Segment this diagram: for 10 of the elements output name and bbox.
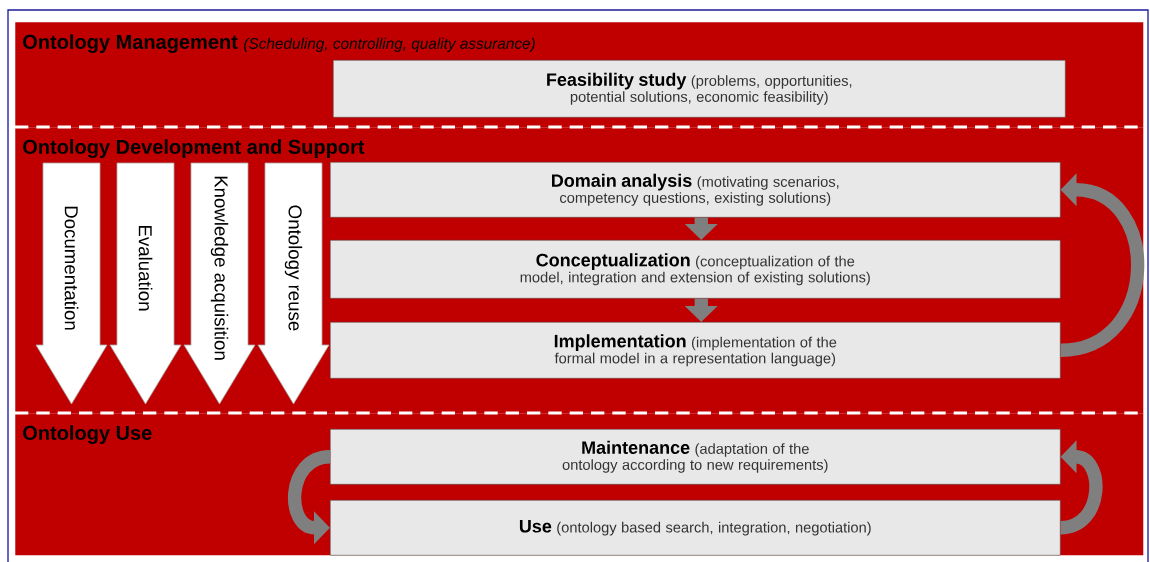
pointed-banner: Knowledge acquisition [183, 162, 256, 405]
process-box: Conceptualization (conceptualization of the model, integration and extension of existing solutions) [330, 240, 1061, 299]
process-box: Feasibility study (problems, opportunities, potential solutions, economic feasibility) [333, 60, 1066, 118]
process-box: Maintenance (adaptation of the ontology according to new requirements) [330, 429, 1061, 485]
pointed-banner: Ontology reuse [257, 162, 330, 405]
pointed-banner: Evaluation [109, 162, 182, 405]
pointed-banner: Documentation [35, 162, 108, 405]
process-box: Domain analysis (motivating scenarios, competency questions, existing solutions) [330, 162, 1061, 218]
process-box: Implementation (implementation of the formal model in a representation language) [330, 322, 1061, 379]
process-box: Use (ontology based search, integration, negotiation) [330, 500, 1061, 556]
